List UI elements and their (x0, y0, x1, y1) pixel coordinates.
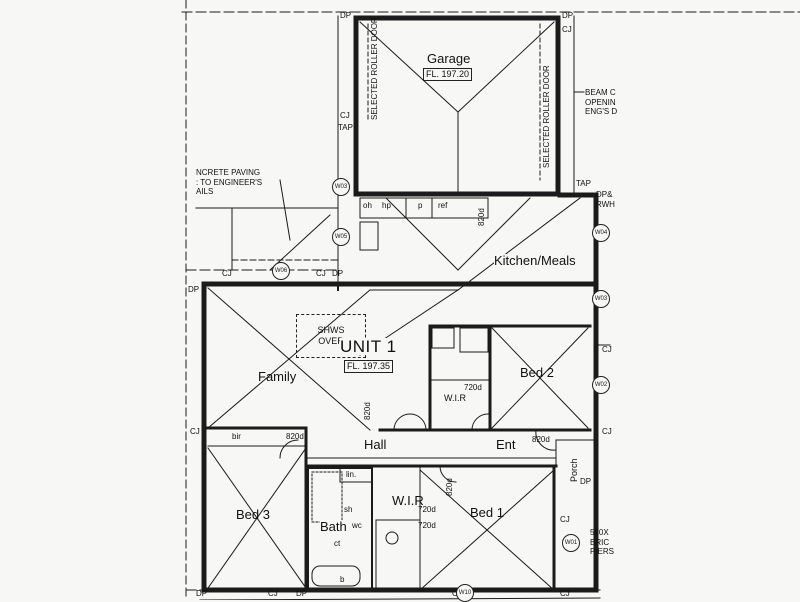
cj-marker-5: CJ (190, 427, 200, 436)
fridge-label: ref (438, 201, 448, 210)
wet-area (429, 325, 491, 381)
kitchen-meals-label: Kitchen/Meals (494, 253, 576, 268)
ent-label: Ent (496, 437, 516, 452)
cj-marker-2: CJ (340, 111, 350, 120)
door-label-bath: 720d (418, 521, 436, 530)
shower-tiles (311, 471, 343, 523)
bed2-label: Bed 2 (520, 365, 554, 380)
cj-marker-7: CJ (602, 345, 612, 354)
bed3-label: Bed 3 (236, 507, 270, 522)
door-arc-hall-1 (393, 413, 411, 431)
door-label-bed1: 820d (445, 478, 454, 496)
garage-hip (359, 21, 459, 113)
dp-marker-2: DP (562, 11, 574, 20)
wir-label-lower: W.I.R (392, 493, 424, 508)
family-label: Family (258, 369, 297, 384)
dp-marker-6: DP (296, 589, 308, 598)
porch-label: Porch (569, 458, 579, 482)
bathtub (311, 565, 361, 587)
window-tag-4: W04 (592, 224, 610, 242)
cj-marker-8: CJ (602, 427, 612, 436)
piers-note: 590X BRIC PIERS (590, 528, 615, 557)
cj-marker-3: CJ (222, 269, 232, 278)
wc-label: wc (352, 521, 362, 530)
garage-floor-level: FL. 197.20 (423, 68, 473, 81)
dp-marker-3: DP (332, 269, 344, 278)
window-tag-5: W03 (592, 290, 610, 308)
dp-marker-5: DP (196, 589, 208, 598)
cabinet-label: ct (334, 539, 341, 548)
shower-label: sh (344, 505, 353, 514)
cj-marker-4: CJ (316, 269, 326, 278)
dp-marker-1: DP (340, 11, 352, 20)
wir-label-upper: W.I.R (444, 393, 466, 403)
garage-door-right-label: SELECTED ROLLER DOOR (542, 65, 551, 168)
tap-note-right: TAP (576, 179, 591, 188)
linen-label: lin. (346, 470, 357, 479)
bathtub-label: b (340, 575, 345, 584)
garage-label: Garage (427, 51, 471, 66)
unit-floor-level: FL. 197.35 (344, 360, 394, 373)
dp-marker-7: DP (580, 477, 592, 486)
garage-outline (353, 15, 561, 197)
cj-marker-1: CJ (562, 25, 572, 34)
bir-label: bir (232, 432, 241, 441)
door-label-ent: 820d (532, 435, 550, 444)
door-label-kitchen: 820d (477, 208, 486, 226)
door-label-wir2: 720d (418, 505, 436, 514)
bath-label: Bath (320, 519, 347, 534)
hotplate-label: hp (382, 201, 391, 210)
shws-box: SHWS OVER (296, 314, 366, 358)
window-tag-2: W05 (332, 228, 350, 246)
window-tag-8: W10 (456, 584, 474, 602)
beam-note: BEAM C OPENIN ENG'S D (585, 88, 618, 117)
tap-note-left: TAP (338, 123, 353, 132)
family-hip-2 (207, 289, 371, 429)
dp-rwh-note: DP& RWH (596, 190, 615, 209)
paving-note: NCRETE PAVING : TO ENGINEER'S AILS (196, 168, 263, 197)
window-tag-3: W06 (272, 262, 290, 280)
window-tag-1: W03 (332, 178, 350, 196)
window-tag-6: W02 (592, 376, 610, 394)
garage-door-left-label: SELECTED ROLLER DOOR (370, 17, 379, 120)
hall-label: Hall (364, 437, 387, 452)
door-label-bed3: 820d (286, 432, 304, 441)
unit-title: UNIT 1 (340, 337, 397, 356)
cj-marker-9: CJ (268, 589, 278, 598)
cj-marker-6: CJ (560, 515, 570, 524)
window-tag-7: W01 (562, 534, 580, 552)
kitchen-bench (359, 197, 489, 219)
door-label-wir: 720d (464, 383, 482, 392)
bed1-label: Bed 1 (470, 505, 504, 520)
dp-marker-4: DP (188, 285, 200, 294)
pantry-label: p (418, 201, 423, 210)
cj-marker-10: CJ (560, 589, 570, 598)
door-label-family: 820d (363, 402, 372, 420)
oven-label: oh (363, 201, 372, 210)
